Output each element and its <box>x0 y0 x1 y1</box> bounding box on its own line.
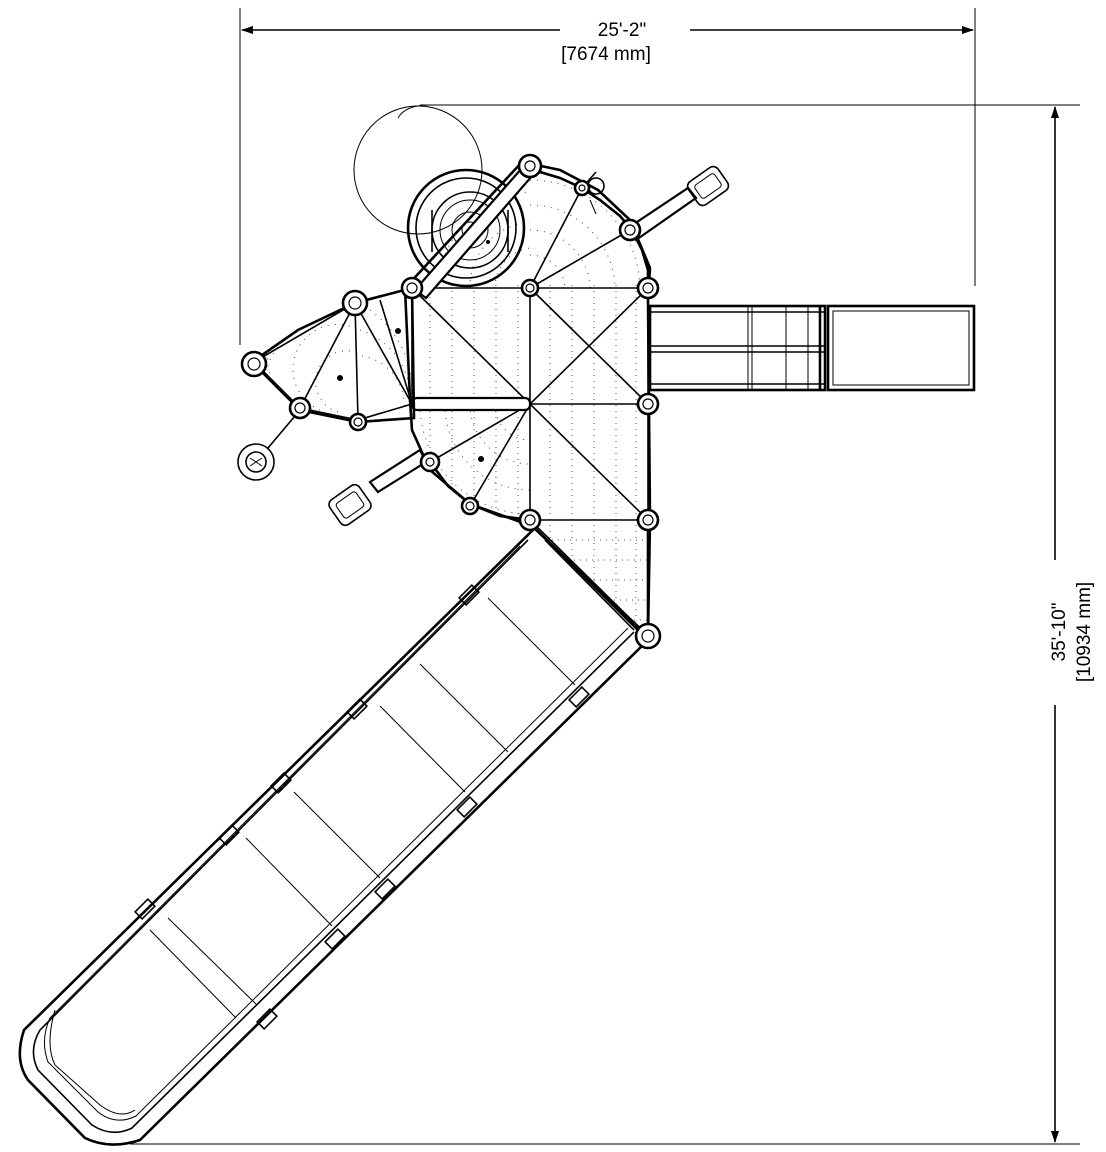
stairs <box>648 304 976 392</box>
width-dimension: 25'-2" [7674 mm] <box>239 8 976 345</box>
depth-dimension: 35'-10" [10934 mm] <box>130 104 1095 1145</box>
left-wing-deck <box>249 286 484 462</box>
stair-landing-pad <box>826 304 976 392</box>
telescope-bottom-left <box>328 448 428 527</box>
depth-imperial-label: 35'-10" <box>1049 603 1070 662</box>
deck-crossbar <box>410 396 532 412</box>
telescope-top-right <box>626 165 730 242</box>
main-deck <box>403 160 652 639</box>
width-metric-label: [7674 mm] <box>561 44 651 65</box>
depth-metric-label: [10934 mm] <box>1074 582 1095 682</box>
width-imperial-label: 25'-2" <box>598 20 646 41</box>
posts <box>240 153 662 650</box>
long-slide <box>18 526 650 1146</box>
dial-left <box>237 409 301 481</box>
use-zone-curve <box>397 104 431 119</box>
